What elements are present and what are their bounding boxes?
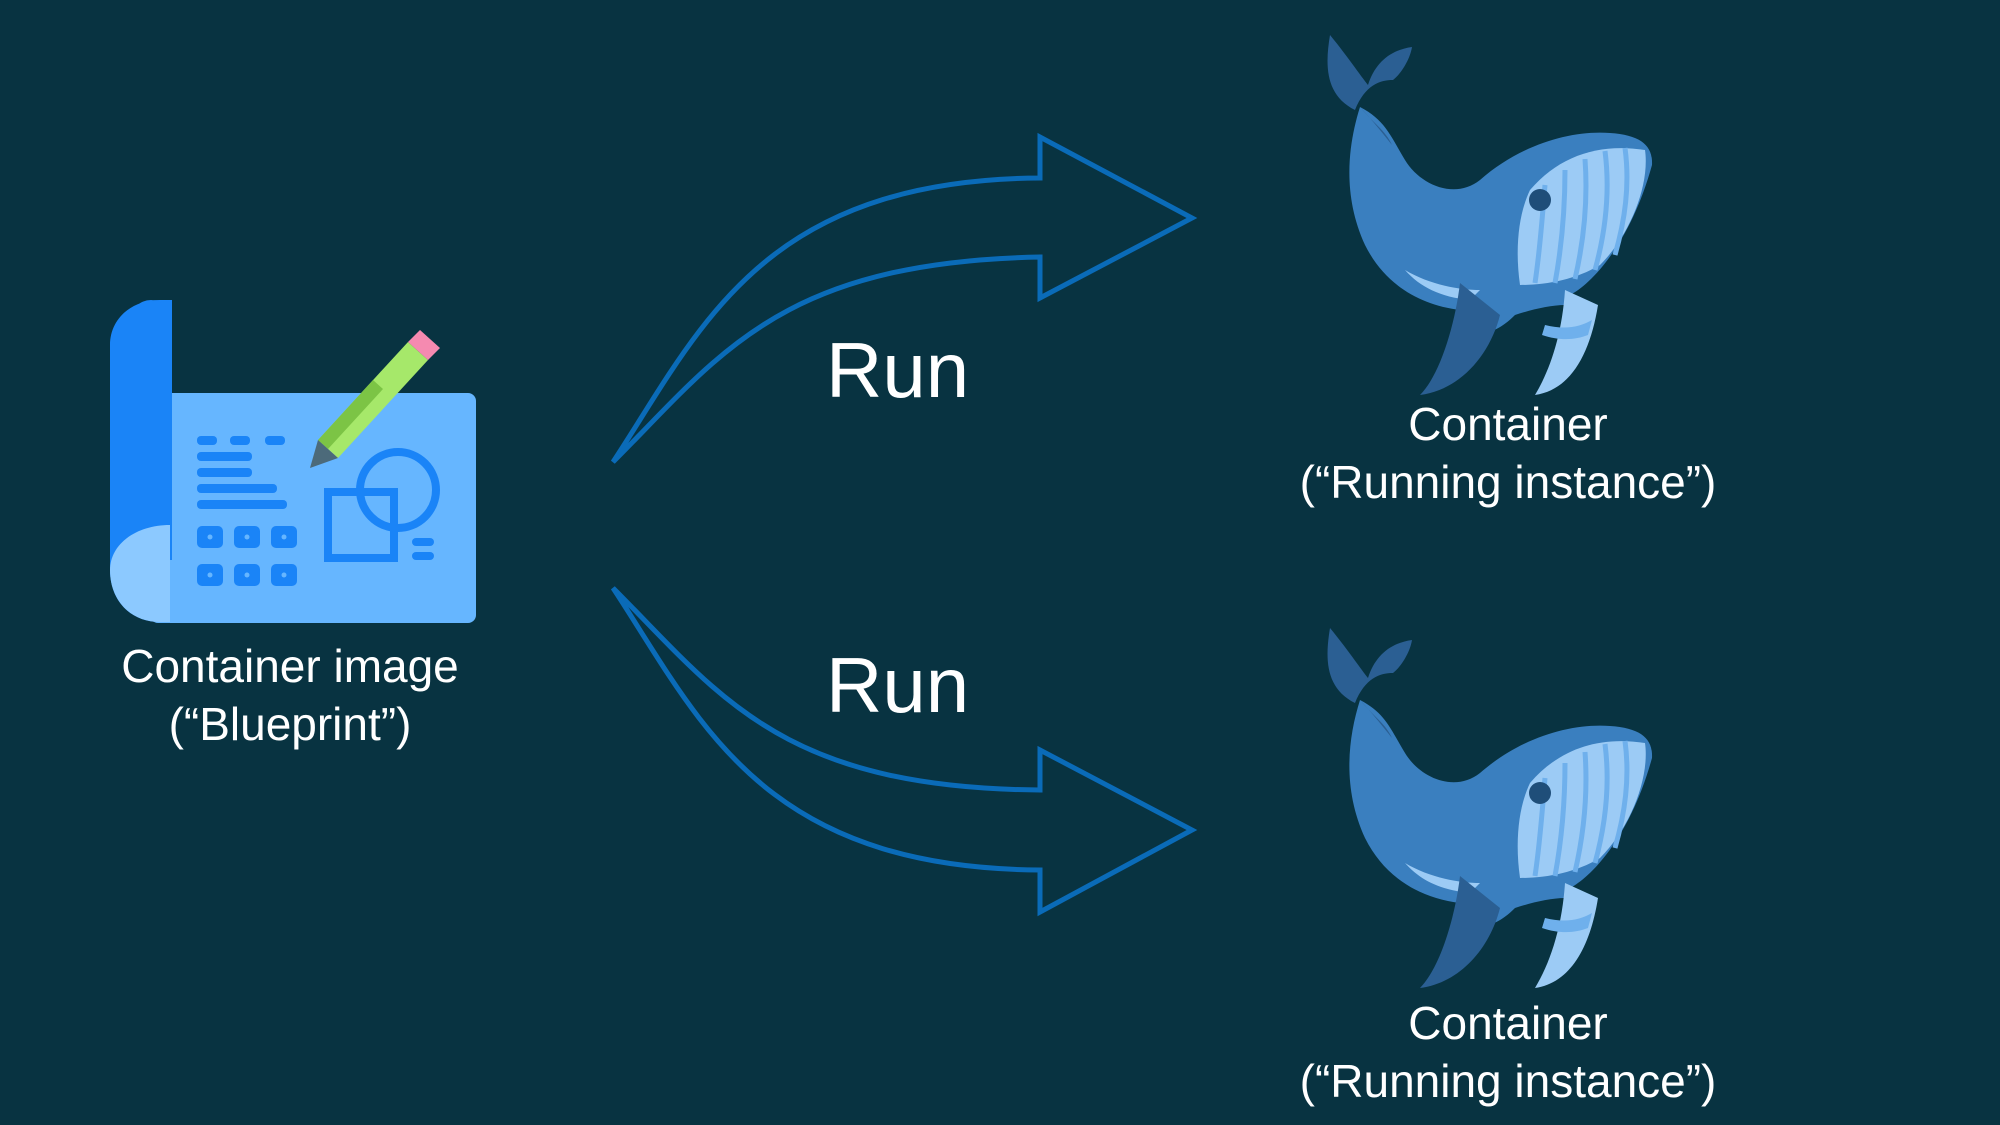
run-arrow-top [610,132,1198,464]
container-image-label-line1: Container image [121,640,459,692]
container-label-top-line1: Container [1408,398,1608,450]
run-label-bottom: Run [826,641,970,729]
container-label-bottom-line2: (“Running instance”) [1299,1054,1717,1107]
run-arrow-bottom [610,586,1198,917]
container-label-top-line2: (“Running instance”) [1299,455,1717,508]
container-image-label: Container image (“Blueprint”) [90,638,490,753]
container-label-bottom: Container (“Running instance”) [1228,995,1788,1110]
pencil-icon [310,330,440,468]
container-image-label-line2: (“Blueprint”) [168,697,412,750]
whale-icon-top [1328,35,1653,395]
container-label-bottom-line1: Container [1408,997,1608,1049]
whale-icon-bottom [1328,628,1653,988]
blueprint-icon [110,300,476,623]
run-label-top: Run [826,326,970,414]
container-label-top: Container (“Running instance”) [1228,396,1788,511]
